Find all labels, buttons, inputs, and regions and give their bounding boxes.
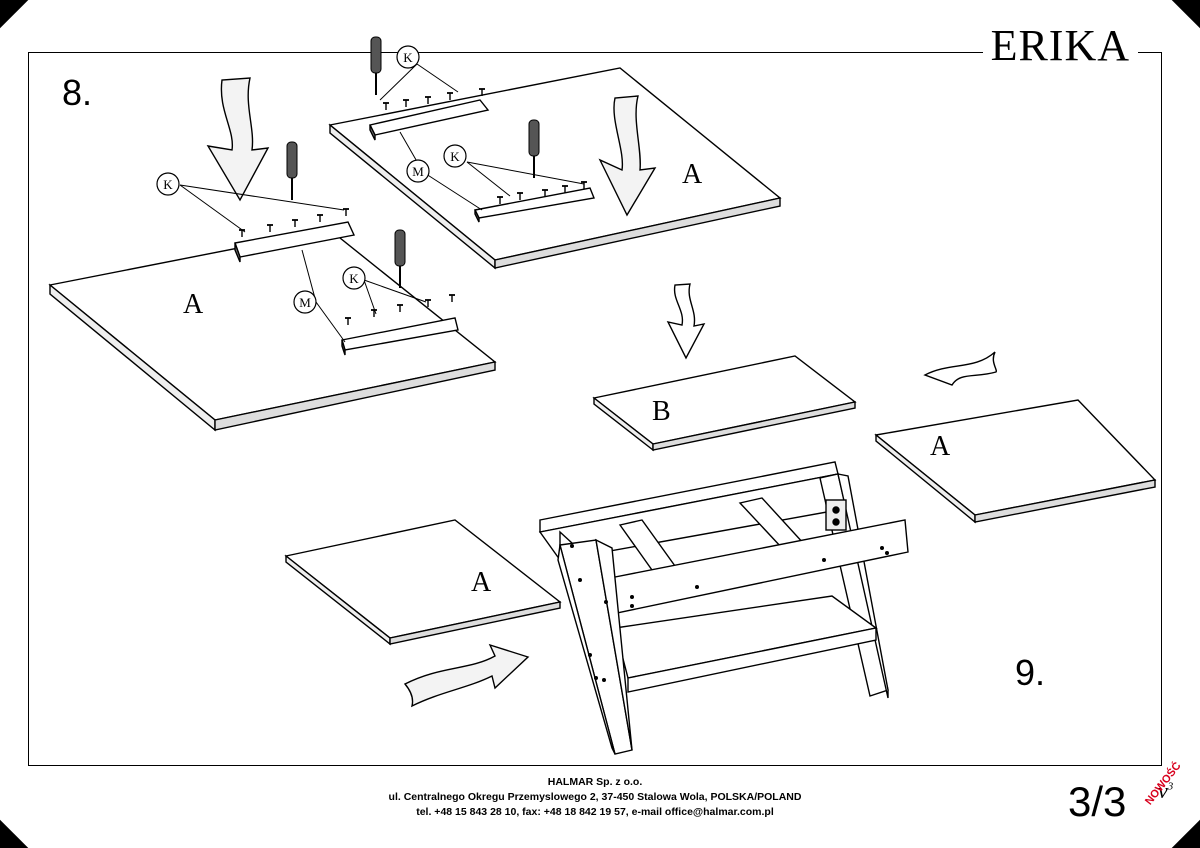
version-letter: v xyxy=(1158,778,1168,803)
panel-label-a: A xyxy=(183,289,204,320)
step-8-number: 8. xyxy=(62,72,93,113)
company-address: ul. Centralnego Okregu Przemyslowego 2, … xyxy=(388,791,802,803)
svg-text:M: M xyxy=(299,295,311,310)
table-frame xyxy=(538,461,909,755)
page-number: 3/3 xyxy=(1068,778,1127,825)
callout-k-4: K xyxy=(342,266,366,290)
footer-address: HALMAR Sp. z o.o. ul. Centralnego Okregu… xyxy=(300,775,890,820)
svg-text:K: K xyxy=(349,271,359,286)
company-name: HALMAR Sp. z o.o. xyxy=(547,776,643,788)
callout-k-1: K xyxy=(396,45,420,69)
callout-k-2: K xyxy=(443,144,467,168)
callout-m-1: M xyxy=(406,159,430,183)
company-contact: tel. +48 15 843 28 10, fax: +48 18 842 1… xyxy=(416,806,774,818)
svg-text:K: K xyxy=(450,149,460,164)
panel-a-left xyxy=(48,77,497,432)
drawing-frame xyxy=(28,52,1162,766)
panel-label-a: A xyxy=(471,567,492,598)
panel-label-b: B xyxy=(652,396,671,427)
panel-label-a: A xyxy=(682,159,703,190)
svg-text:K: K xyxy=(403,50,413,65)
svg-text:K: K xyxy=(163,177,173,192)
product-title: ERIKA xyxy=(982,20,1138,72)
panel-label-a: A xyxy=(930,431,951,462)
callout-leaders xyxy=(179,63,585,343)
panel-a-lower-left xyxy=(284,519,562,708)
version-mark: v3 xyxy=(1158,778,1173,804)
step-9-number: 9. xyxy=(1015,652,1046,693)
frame-holes xyxy=(570,544,889,682)
version-number: 3 xyxy=(1167,780,1174,793)
svg-text:M: M xyxy=(412,164,424,179)
callout-m-2: M xyxy=(293,290,317,314)
callout-k-3: K xyxy=(156,172,180,196)
panel-b xyxy=(592,283,857,452)
panel-a-upper xyxy=(328,67,782,270)
panel-a-right xyxy=(874,351,1157,524)
